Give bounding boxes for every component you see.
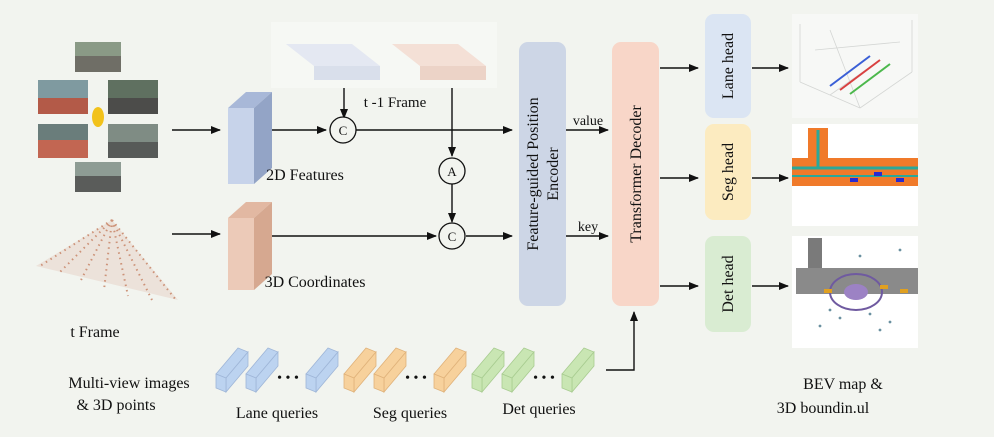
transformer-decoder-block xyxy=(612,42,659,306)
value-label: value xyxy=(573,114,603,129)
lane-queries-ellipsis: • • • xyxy=(277,371,299,386)
det-queries-label: Det queries xyxy=(502,401,575,418)
output-label-line2: 3D boundin.ul xyxy=(777,400,870,417)
position-encoder-label-line2: Encoder xyxy=(545,147,562,201)
t1-frame-label: t -1 Frame xyxy=(364,95,427,111)
lane-line-green xyxy=(849,63,891,95)
features-2d-block xyxy=(228,108,254,184)
align-op-label: A xyxy=(447,164,457,179)
position-encoder-block xyxy=(519,42,566,306)
multi-view-label-line2: & 3D points xyxy=(76,397,155,414)
det-head-block xyxy=(705,236,751,332)
output-label-line1: BEV map & xyxy=(803,376,883,393)
coords-3d-block xyxy=(228,218,254,290)
position-encoder-label-line1: Feature-guided Position xyxy=(525,97,542,250)
features-2d-label: 2D Features xyxy=(266,167,344,184)
align-op xyxy=(438,157,466,185)
seg-bev-map xyxy=(792,124,918,226)
lane-line-red xyxy=(839,59,881,91)
multi-view-images xyxy=(38,42,158,192)
det-bev-map xyxy=(792,236,918,348)
lane-queries-label: Lane queries xyxy=(236,405,318,422)
t1-feature-plane xyxy=(286,44,380,66)
concat-op-features xyxy=(329,116,357,144)
lane-head-label: Lane head xyxy=(720,33,737,99)
concat-op-coords-label: C xyxy=(448,229,457,244)
seg-queries-label: Seg queries xyxy=(373,405,447,422)
multi-view-label-line1: Multi-view images xyxy=(68,375,189,392)
t1-coord-plane xyxy=(392,44,486,66)
lane-line-blue xyxy=(829,55,871,87)
transformer-decoder-label: Transformer Decoder xyxy=(628,105,645,243)
lane-head-block xyxy=(705,14,751,118)
seg-head-label: Seg head xyxy=(720,143,737,201)
seg-queries: • • • xyxy=(343,347,467,394)
det-queries: • • • xyxy=(471,347,595,394)
t-frame-label: t Frame xyxy=(70,324,119,341)
lane-queries: • • • xyxy=(215,347,339,394)
lane-3d-plot xyxy=(792,14,918,118)
point-frustum xyxy=(36,219,178,301)
det-head-label: Det head xyxy=(720,255,737,312)
coords-3d-label: 3D Coordinates xyxy=(265,274,366,291)
seg-queries-ellipsis: • • • xyxy=(405,371,427,386)
seg-head-block xyxy=(705,124,751,220)
det-queries-ellipsis: • • • xyxy=(533,371,555,386)
ego-car-icon xyxy=(92,107,104,127)
concat-op-coords xyxy=(438,222,466,250)
key-label: key xyxy=(578,220,598,235)
concat-op-features-label: C xyxy=(339,123,348,138)
